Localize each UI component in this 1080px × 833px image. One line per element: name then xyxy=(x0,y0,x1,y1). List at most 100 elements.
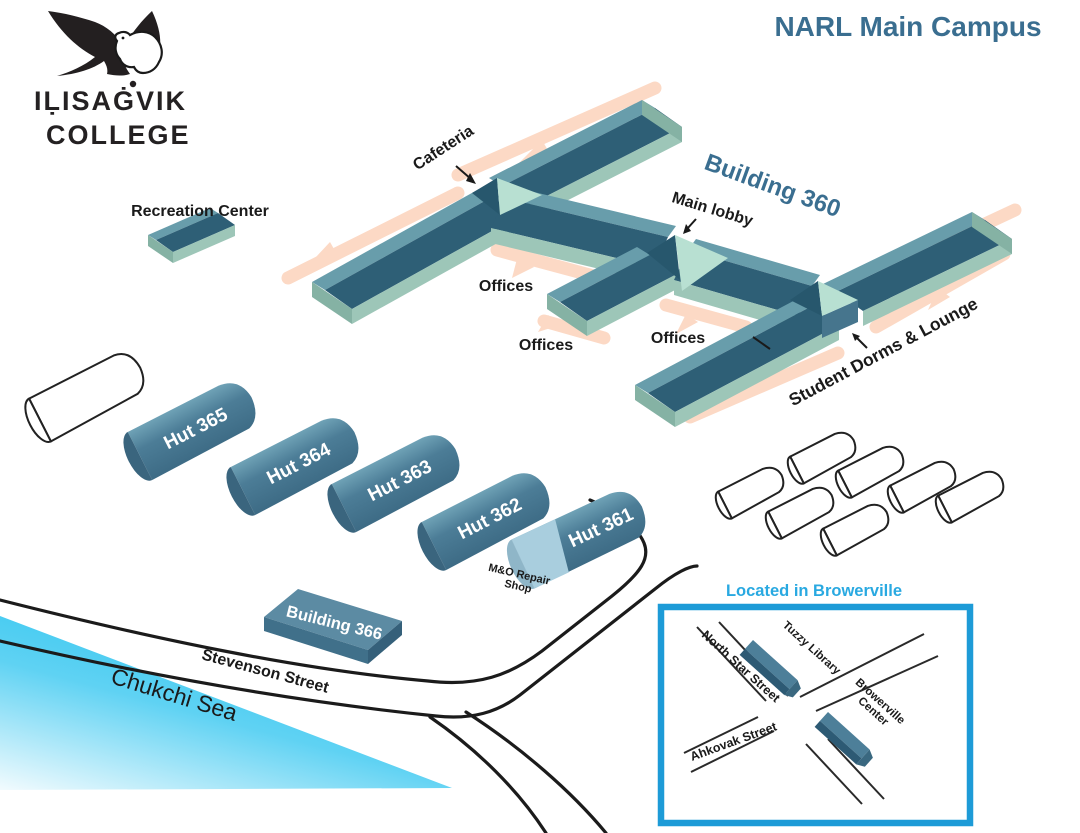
roof-face xyxy=(823,212,985,292)
wing-dorms-lower xyxy=(635,298,839,427)
roads xyxy=(0,498,699,833)
hut-endcap xyxy=(714,490,734,520)
hut-endcap xyxy=(886,484,906,514)
gable-end xyxy=(547,294,587,336)
hut-body xyxy=(766,486,835,540)
gable-end xyxy=(312,282,352,324)
main-lobby-label: Main lobby xyxy=(670,189,755,230)
hut-body xyxy=(888,460,957,514)
wing-cafeteria xyxy=(489,100,682,220)
pyramid-face xyxy=(790,281,822,316)
white-hut xyxy=(834,445,905,499)
hut-body xyxy=(27,353,145,443)
roof-face xyxy=(688,239,820,286)
ahkovak-street-line xyxy=(799,633,925,698)
student-dorms-arrowhead xyxy=(852,333,860,341)
roof-face xyxy=(560,255,677,321)
roof-face xyxy=(502,108,682,205)
white-hut-large xyxy=(24,353,145,443)
hut-endcap xyxy=(327,483,357,533)
main-lobby-arrowhead xyxy=(683,224,691,234)
hut-body xyxy=(936,470,1005,524)
logo-text-line2: COLLEGE xyxy=(46,120,191,150)
wall-face xyxy=(675,325,839,427)
wall-face xyxy=(529,127,682,220)
roof-face xyxy=(819,712,870,759)
roof-face xyxy=(744,640,798,690)
hut-endcap xyxy=(834,469,854,499)
hut-endcap xyxy=(786,455,806,485)
gable-end xyxy=(635,385,675,427)
bear-eye xyxy=(121,36,125,40)
street-continuation-line xyxy=(428,715,548,833)
hut-body xyxy=(421,473,550,571)
sea-shape xyxy=(0,616,452,790)
wall-face xyxy=(352,216,519,324)
street-continuation-line xyxy=(464,710,608,833)
roof-face xyxy=(635,298,812,393)
white-hut xyxy=(786,431,857,485)
logo-dot xyxy=(129,80,137,88)
hut-body xyxy=(230,418,359,516)
hut-body xyxy=(716,466,785,520)
gable-end xyxy=(642,100,682,142)
building-366: Building 366 xyxy=(264,589,402,664)
roof-face xyxy=(312,189,492,290)
walkway xyxy=(451,81,662,182)
hut-365: Hut 365 xyxy=(123,383,256,481)
walkway-branch xyxy=(538,315,560,332)
stevenson-street-upper-line xyxy=(0,498,648,685)
inset-title: Located in Browerville xyxy=(726,582,902,600)
white-hut xyxy=(714,466,785,520)
pyramid-face xyxy=(675,235,728,291)
north-star-street-line xyxy=(827,738,885,800)
walkway xyxy=(683,346,845,424)
roof-face xyxy=(264,589,402,650)
hut-body xyxy=(788,431,857,485)
browerville-center-building xyxy=(814,712,873,767)
wall-face xyxy=(739,648,790,696)
roof-face xyxy=(505,187,676,237)
hut-361: Hut 361 xyxy=(506,491,646,589)
junction-cafeteria xyxy=(472,178,542,215)
hut-endcap xyxy=(819,527,839,557)
polar-bear-icon xyxy=(114,30,163,75)
walkway xyxy=(490,243,608,285)
cafeteria-arrowhead xyxy=(466,173,476,184)
ahkovak-street-line xyxy=(683,716,759,754)
offices-label-center: Offices xyxy=(519,337,573,354)
hut-body xyxy=(836,445,905,499)
junction-wall xyxy=(822,300,858,338)
wall-face xyxy=(173,225,235,263)
gable-end xyxy=(148,235,173,263)
hut-endcap xyxy=(934,494,954,524)
roof-face xyxy=(148,208,218,240)
hut-body xyxy=(821,503,890,557)
offices-label-right: Offices xyxy=(651,330,705,347)
hut-body xyxy=(127,383,256,481)
junction-main-lobby xyxy=(647,235,728,291)
walkway-branch xyxy=(928,288,950,310)
end-face xyxy=(856,749,873,767)
inset-roads xyxy=(683,621,939,805)
white-hut xyxy=(819,503,890,557)
building-360-complex xyxy=(312,100,1012,427)
junction-dorms xyxy=(790,281,858,338)
roof-face xyxy=(547,247,650,302)
hut-endcap xyxy=(123,431,153,481)
end-face xyxy=(784,680,801,698)
offices-label-left: Offices xyxy=(479,278,533,295)
wall-face xyxy=(264,617,368,664)
walkway-branch xyxy=(512,255,534,278)
white-hut xyxy=(934,470,1005,524)
recreation-center-label: Recreation Center xyxy=(131,203,269,220)
hut-body xyxy=(331,435,460,533)
north-star-street-line xyxy=(805,743,863,805)
hut-endcap xyxy=(24,397,53,443)
hut-364: Hut 364 xyxy=(226,418,359,516)
mo-repair-shop-section xyxy=(511,519,569,589)
recreation-center-building xyxy=(148,208,235,263)
white-hut xyxy=(764,486,835,540)
tuzzy-library-building xyxy=(739,640,801,698)
